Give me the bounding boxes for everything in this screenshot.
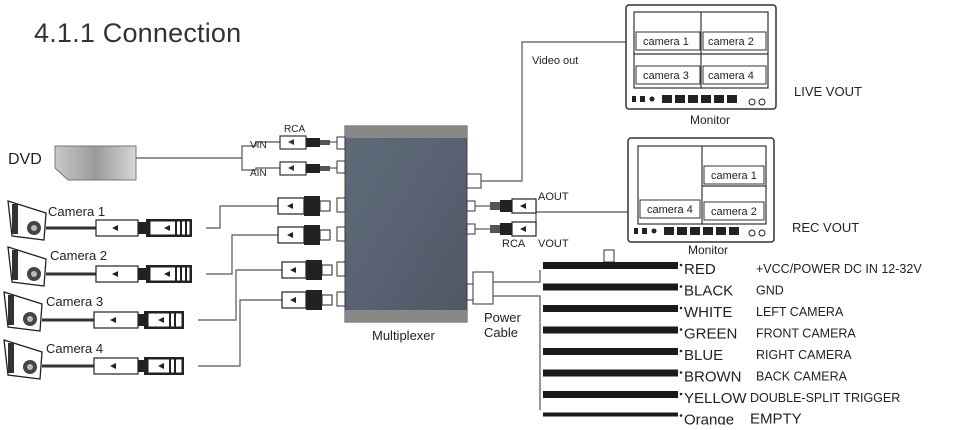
- camera-wiring: [198, 205, 282, 367]
- wire-function-label: GND: [756, 284, 784, 298]
- dvd-rca-wiring: [136, 141, 280, 171]
- rec-monitor-button-strip: [634, 227, 766, 237]
- wire-end-marker: [679, 392, 683, 396]
- dvd-player-icon: [54, 145, 137, 181]
- camera-3-label: Camera 3: [46, 294, 103, 309]
- multiplexer-label: Multiplexer: [372, 328, 436, 343]
- camera-1-label: Camera 1: [48, 204, 105, 219]
- wire-function-label: DOUBLE-SPLIT TRIGGER: [750, 391, 900, 405]
- camera-group: Camera 1 Camera 2: [3, 200, 192, 380]
- mux-input-connectors: [277, 196, 333, 310]
- camera-2-label: Camera 2: [50, 248, 107, 263]
- wire-function-label: FRONT CAMERA: [756, 327, 856, 341]
- live-cell-2: camera 2: [708, 36, 754, 48]
- live-cell-4: camera 4: [708, 70, 754, 82]
- wire-color-label: BLUE: [684, 347, 723, 364]
- live-cell-1: camera 1: [643, 36, 689, 48]
- live-cell-3: camera 3: [643, 70, 689, 82]
- rca-output-label: RCA: [502, 238, 526, 250]
- live-monitor-caption: Monitor: [690, 113, 730, 127]
- live-monitor-button-strip: [632, 95, 766, 106]
- vout-label: VOUT: [538, 238, 569, 250]
- wire-end-marker: [679, 306, 683, 310]
- live-monitor: camera 1 camera 2 camera 3 camera 4 Moni…: [625, 4, 777, 127]
- rec-cell-3: camera 2: [711, 206, 757, 218]
- wire-color-label: WHITE: [684, 304, 732, 321]
- wire-orange: [543, 412, 678, 417]
- section-heading: 4.1.1 Connection: [34, 18, 242, 48]
- wire-function-label: BACK CAMERA: [756, 370, 848, 384]
- dvd-label: DVD: [8, 151, 42, 168]
- camera-3: Camera 3: [3, 291, 184, 332]
- camera-4-label: Camera 4: [46, 341, 103, 356]
- wire-bundle: [543, 262, 683, 417]
- rec-cell-2: camera 4: [647, 204, 693, 216]
- wire-white: [543, 305, 678, 312]
- wire-function-label: EMPTY: [750, 411, 802, 426]
- wire-end-marker: [679, 371, 683, 374]
- wire-color-label: BLACK: [684, 283, 733, 300]
- live-vout-label: LIVE VOUT: [794, 84, 862, 99]
- wire-function-label: RIGHT CAMERA: [756, 348, 852, 362]
- camera-1: Camera 1: [7, 200, 192, 241]
- camera-4: Camera 4: [3, 339, 184, 380]
- video-out-label: Video out: [532, 55, 578, 67]
- rca-connector-ain: [279, 161, 330, 176]
- rca-input-label: RCA: [284, 124, 305, 135]
- aout-label: AOUT: [538, 191, 569, 203]
- rca-connector-aout: [490, 198, 537, 214]
- wire-end-marker: [679, 349, 683, 353]
- wire-color-label: YELLOW: [684, 390, 747, 407]
- wire-color-label: BROWN: [684, 369, 742, 386]
- camera-2: Camera 2: [7, 246, 192, 287]
- wire-blue: [543, 348, 678, 355]
- wire-bundle-clip: [603, 249, 615, 263]
- ain-label: AIN: [250, 168, 267, 179]
- wire-end-marker: [679, 285, 683, 288]
- wire-color-label: RED: [684, 261, 716, 278]
- wire-end-marker: [679, 328, 683, 331]
- power-cable-label-line2: Cable: [484, 325, 518, 340]
- wire-end-marker: [679, 414, 683, 417]
- wire-black: [543, 283, 678, 291]
- wire-red: [543, 262, 678, 269]
- wire-color-label: Orange: [684, 412, 734, 426]
- video-out-wire: [481, 41, 628, 182]
- wire-end-marker: [679, 263, 683, 267]
- rec-monitor-caption: Monitor: [688, 243, 728, 257]
- vin-label: VIN: [250, 140, 267, 151]
- power-cable-label-line1: Power: [484, 310, 522, 325]
- rca-connector-vout: [490, 221, 537, 237]
- wire-green: [543, 326, 678, 334]
- wire-color-label: GREEN: [684, 326, 737, 343]
- rec-cell-1: camera 1: [711, 170, 757, 182]
- wire-brown: [543, 369, 678, 377]
- wire-yellow: [543, 391, 678, 398]
- rec-vout-label: REC VOUT: [792, 220, 859, 235]
- rca-connector-vin: [279, 135, 330, 150]
- wire-function-label: LEFT CAMERA: [756, 305, 844, 319]
- rec-monitor: camera 1 camera 4 camera 2 Monitor: [627, 137, 775, 257]
- multiplexer-box: [336, 125, 494, 323]
- power-cable-wire: [493, 270, 541, 410]
- wire-label-list: RED +VCC/POWER DC IN 12-32V BLACK GND WHITE L…: [684, 261, 922, 429]
- wire-function-label: +VCC/POWER DC IN 12-32V: [756, 262, 922, 276]
